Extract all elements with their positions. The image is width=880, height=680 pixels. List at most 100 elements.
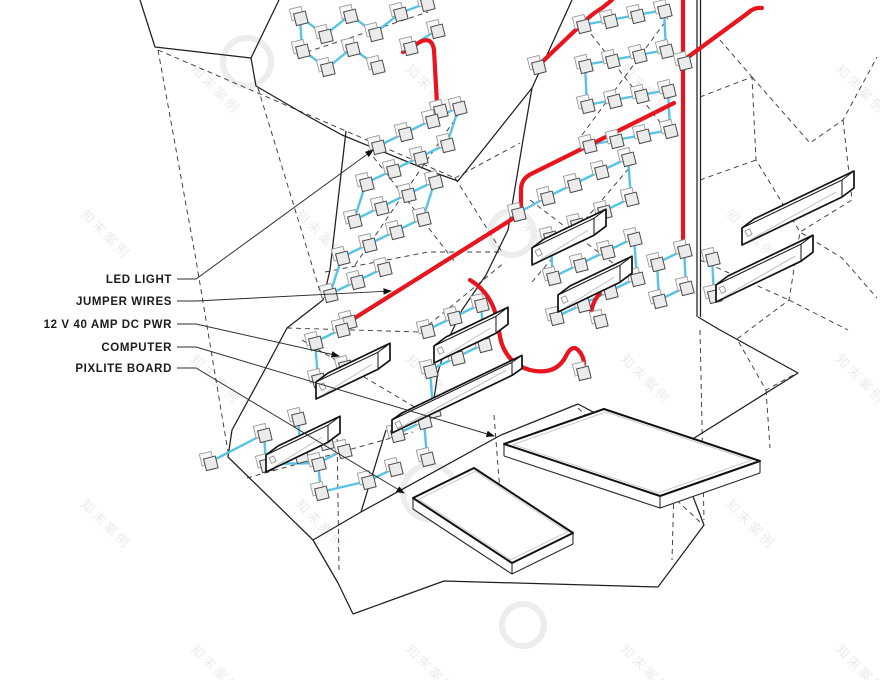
led-module: [652, 0, 673, 20]
led-module: [573, 53, 594, 75]
structure-edge: [352, 580, 659, 615]
watermark-text: 知末案例: [617, 642, 674, 680]
led-module: [286, 406, 307, 428]
led-module: [396, 182, 417, 204]
hidden-edge: [719, 39, 753, 78]
led-module: [315, 56, 336, 78]
led-module: [622, 226, 643, 248]
pixlite-board: [315, 342, 391, 400]
led-module: [535, 185, 556, 207]
led-module: [647, 288, 668, 310]
led-module: [415, 0, 436, 13]
watermark-text: 知末案例: [402, 642, 459, 680]
hidden-edge: [699, 329, 705, 521]
led-module: [629, 83, 650, 105]
label-power: 12 V 40 AMP DC PWR: [44, 319, 172, 331]
hidden-edge: [246, 431, 414, 479]
hidden-edge: [581, 17, 669, 136]
led-module: [654, 38, 675, 60]
hidden-edge: [297, 11, 429, 56]
led-module: [369, 195, 390, 217]
watermark-text: 知末案例: [832, 642, 880, 680]
led-module: [398, 35, 419, 57]
watermark-text: 知末案例: [722, 497, 779, 554]
led-module: [625, 3, 646, 25]
led-module: [600, 48, 621, 70]
watermark-text: 知末案例: [187, 642, 244, 680]
watermark-text: 知末案例: [617, 352, 674, 409]
led-module: [330, 245, 351, 267]
hidden-edge: [579, 19, 671, 136]
led-module: [345, 269, 366, 291]
hidden-edge: [324, 251, 502, 273]
leader-line: [177, 346, 495, 438]
led-module: [342, 208, 363, 230]
watermark-text: 知末案例: [187, 62, 244, 119]
led-module: [571, 360, 592, 382]
led-module: [306, 451, 327, 473]
leader-line: [177, 149, 374, 280]
annotation-labels: LED LIGHT JUMPER WIRES 12 V 40 AMP DC PW…: [44, 274, 172, 375]
led-module: [469, 292, 490, 314]
label-led-light: LED LIGHT: [106, 274, 172, 286]
led-module: [354, 171, 375, 193]
led-module: [619, 186, 640, 208]
leader-line: [177, 288, 392, 302]
label-jumper-wires: JUMPER WIRES: [76, 296, 172, 308]
led-module: [631, 123, 652, 145]
label-pixlite-board: PIXLITE BOARD: [75, 363, 172, 375]
led-module: [384, 219, 405, 241]
power-wire: [681, 5, 765, 63]
structure-outlines: [139, 0, 799, 615]
jumper-wire: [545, 156, 639, 319]
pixlite-board: [715, 234, 814, 303]
led-module: [435, 132, 456, 154]
led-module: [313, 23, 334, 45]
led-module: [526, 54, 547, 76]
led-module: [411, 206, 432, 228]
led-module: [568, 252, 589, 274]
led-module: [447, 95, 468, 117]
led-module: [365, 54, 386, 76]
led-module: [658, 118, 679, 140]
hidden-edge: [699, 159, 757, 181]
power-wires: [347, 0, 765, 374]
led-module: [338, 3, 359, 25]
led-module: [571, 13, 592, 35]
led-module: [604, 128, 625, 150]
equipment-slab: [412, 467, 574, 575]
pixlite-boards: [265, 170, 855, 473]
led-module: [418, 358, 439, 380]
led-module: [252, 422, 273, 444]
led-module: [330, 317, 351, 339]
led-module: [340, 36, 361, 58]
led-module: [290, 38, 311, 60]
structure-edge: [139, 0, 280, 59]
led-module: [598, 8, 619, 30]
led-module: [506, 201, 527, 223]
led-module: [415, 318, 436, 340]
structure-edge: [457, 0, 573, 182]
hidden-edge: [454, 177, 503, 253]
equipment-slab: [503, 408, 761, 509]
led-module: [602, 88, 623, 110]
hidden-edge: [765, 389, 771, 449]
power-wire: [400, 38, 440, 107]
structure-edge: [657, 316, 799, 588]
led-module: [381, 158, 402, 180]
led-module: [575, 93, 596, 115]
led-module: [363, 21, 384, 43]
led-module: [442, 305, 463, 327]
led-module: [616, 146, 637, 168]
watermark-text: 知末案例: [77, 207, 134, 264]
led-module: [420, 108, 441, 130]
hidden-edge: [301, 339, 429, 416]
leader-line: [177, 367, 405, 494]
led-module: [198, 450, 219, 472]
guide-circle: [220, 35, 274, 89]
led-module: [589, 159, 610, 181]
led-module: [588, 308, 609, 330]
leader-line: [177, 323, 340, 358]
watermark-text: 知末案例: [77, 497, 134, 554]
